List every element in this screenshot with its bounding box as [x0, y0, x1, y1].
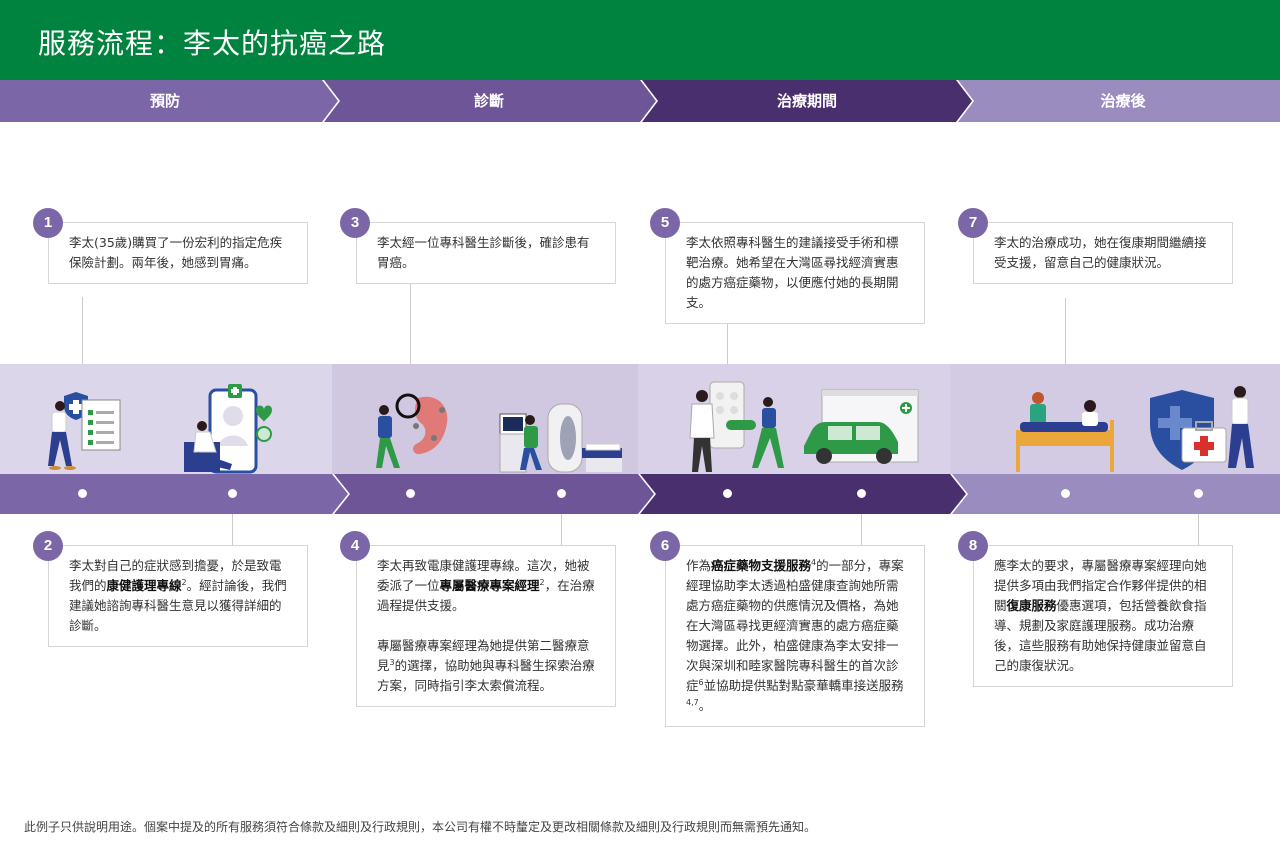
step-text-3: 李太經一位專科醫生診斷後，確診患有胃癌。	[377, 235, 590, 270]
step-card-2: 李太對自己的症狀感到擔憂，於是致電我們的康健護理專線2。經討論後，我們建議她諮詢…	[48, 545, 308, 647]
track-chevron-2	[334, 474, 654, 514]
phase-chevrons	[0, 80, 1280, 122]
connector-8	[1198, 514, 1199, 545]
connector-4	[561, 514, 562, 545]
illustration-stomach-diagnosis	[376, 393, 448, 468]
track-chevron-1	[0, 474, 348, 514]
step-card-5: 李太依照專科醫生的建議接受手術和標靶治療。她希望在大灣區尋找經濟實惠的處方癌症藥…	[665, 222, 925, 324]
timeline-dot-5	[723, 489, 732, 498]
timeline-dot-7	[1061, 489, 1070, 498]
mri-scanner-icon	[547, 403, 583, 473]
step-badge-6: 6	[650, 531, 680, 561]
step-badge-4: 4	[340, 531, 370, 561]
connector-5	[727, 318, 728, 364]
step-card-7: 李太的治療成功，她在復康期間繼續接受支援，留意自己的健康狀況。	[973, 222, 1233, 284]
timeline-dot-8	[1194, 489, 1203, 498]
illustration-woman-policy	[48, 392, 121, 470]
page-header: 服務流程：李太的抗癌之路	[0, 0, 1280, 80]
illustration-phone-consult	[184, 384, 272, 474]
drug-support-service-name: 癌症藥物支援服務	[711, 558, 812, 573]
car-icon	[804, 422, 898, 464]
phase-chevron-4	[958, 80, 1280, 122]
timeline-dot-1	[78, 489, 87, 498]
stomach-icon	[413, 396, 448, 455]
timeline-dot-3	[406, 489, 415, 498]
timeline-dot-4	[557, 489, 566, 498]
step-card-1: 李太(35歲)購買了一份宏利的指定危疾保險計劃。兩年後，她感到胃痛。	[48, 222, 308, 284]
step-text-5: 李太依照專科醫生的建議接受手術和標靶治療。她希望在大灣區尋找經濟實惠的處方癌症藥…	[686, 235, 899, 310]
hotline-name: 康健護理專線	[106, 578, 182, 593]
step-badge-3: 3	[340, 208, 370, 238]
illustration-recovery	[1016, 392, 1114, 472]
checklist-icon	[81, 399, 121, 451]
phase-chevron-3	[642, 80, 972, 122]
bed-icon	[1016, 420, 1114, 472]
connector-2	[232, 514, 233, 545]
illustration-medication	[689, 381, 784, 472]
step-text-4: 李太再致電康健護理專線。這次，她被委派了一位專屬醫療專案經理2，在治療過程提供支…	[377, 558, 595, 613]
connector-3	[410, 279, 411, 364]
phase-label-diagnosis: 診斷	[473, 92, 504, 110]
phase-label-prevention: 預防	[149, 92, 180, 110]
phase-chevron-2	[324, 80, 656, 122]
track-chevrons	[0, 474, 1280, 514]
step-card-3: 李太經一位專科醫生診斷後，確診患有胃癌。	[356, 222, 616, 284]
illustration-band	[0, 364, 1280, 474]
disclaimer-footnote: 此例子只供說明用途。個案中提及的所有服務須符合條款及細則及行政規則，本公司有權不…	[24, 820, 817, 834]
timeline-dot-2	[228, 489, 237, 498]
magnifier-icon	[395, 393, 421, 419]
step-text-8: 應李太的要求，專屬醫療專案經理向她提供多項由我們指定合作夥伴提供的相關復康服務優…	[994, 558, 1207, 673]
page-title: 服務流程：李太的抗癌之路	[38, 27, 387, 60]
pill-pack-icon	[709, 381, 756, 449]
phase-bar: 預防 診斷 治療期間 治療後	[0, 80, 1280, 122]
step-text-6: 作為癌症藥物支援服務4的一部分，專案經理協助李太透過柏盛健康查詢她所需處方癌症藥…	[686, 557, 904, 713]
phase-label-after-treatment: 治療後	[1100, 92, 1146, 110]
step-badge-8: 8	[958, 531, 988, 561]
illustration-mri-scan	[499, 403, 622, 473]
step-card-8: 應李太的要求，專屬醫療專案經理向她提供多項由我們指定合作夥伴提供的相關復康服務優…	[973, 545, 1233, 687]
step-text-4-para2: 專屬醫療專案經理為她提供第二醫療意見3的選擇，協助她與專科醫生探索治療方案，同時…	[377, 638, 595, 693]
step-text-7: 李太的治療成功，她在復康期間繼續接受支援，留意自己的健康狀況。	[994, 235, 1207, 270]
timeline-dot-6	[857, 489, 866, 498]
connector-6	[861, 514, 862, 545]
step-card-4: 李太再致電康健護理專線。這次，她被委派了一位專屬醫療專案經理2，在治療過程提供支…	[356, 545, 616, 707]
step-text-1: 李太(35歲)購買了一份宏利的指定危疾保險計劃。兩年後，她感到胃痛。	[69, 235, 283, 270]
step-card-6: 作為癌症藥物支援服務4的一部分，專案經理協助李太透過柏盛健康查詢她所需處方癌症藥…	[665, 545, 925, 727]
connector-1	[82, 297, 83, 364]
track-chevron-3	[640, 474, 966, 514]
illustration-rehab-services	[1150, 386, 1254, 470]
timeline-track	[0, 474, 1280, 514]
illustration-car-transfer	[804, 389, 919, 464]
rehab-service-name: 復康服務	[1006, 598, 1057, 613]
step-text-2: 李太對自己的症狀感到擔憂，於是致電我們的康健護理專線2。經討論後，我們建議她諮詢…	[69, 558, 287, 633]
step-badge-2: 2	[33, 531, 63, 561]
track-chevron-4	[952, 474, 1280, 514]
search-icon	[256, 426, 272, 442]
step-badge-5: 5	[650, 208, 680, 238]
phase-chevron-1	[0, 80, 338, 122]
heart-icon	[256, 405, 272, 422]
step-badge-1: 1	[33, 208, 63, 238]
first-aid-kit-icon	[1181, 421, 1227, 463]
step-badge-7: 7	[958, 208, 988, 238]
phase-label-treatment: 治療期間	[776, 92, 837, 110]
connector-7	[1065, 298, 1066, 364]
case-manager-name: 專屬醫療專案經理	[439, 578, 540, 593]
